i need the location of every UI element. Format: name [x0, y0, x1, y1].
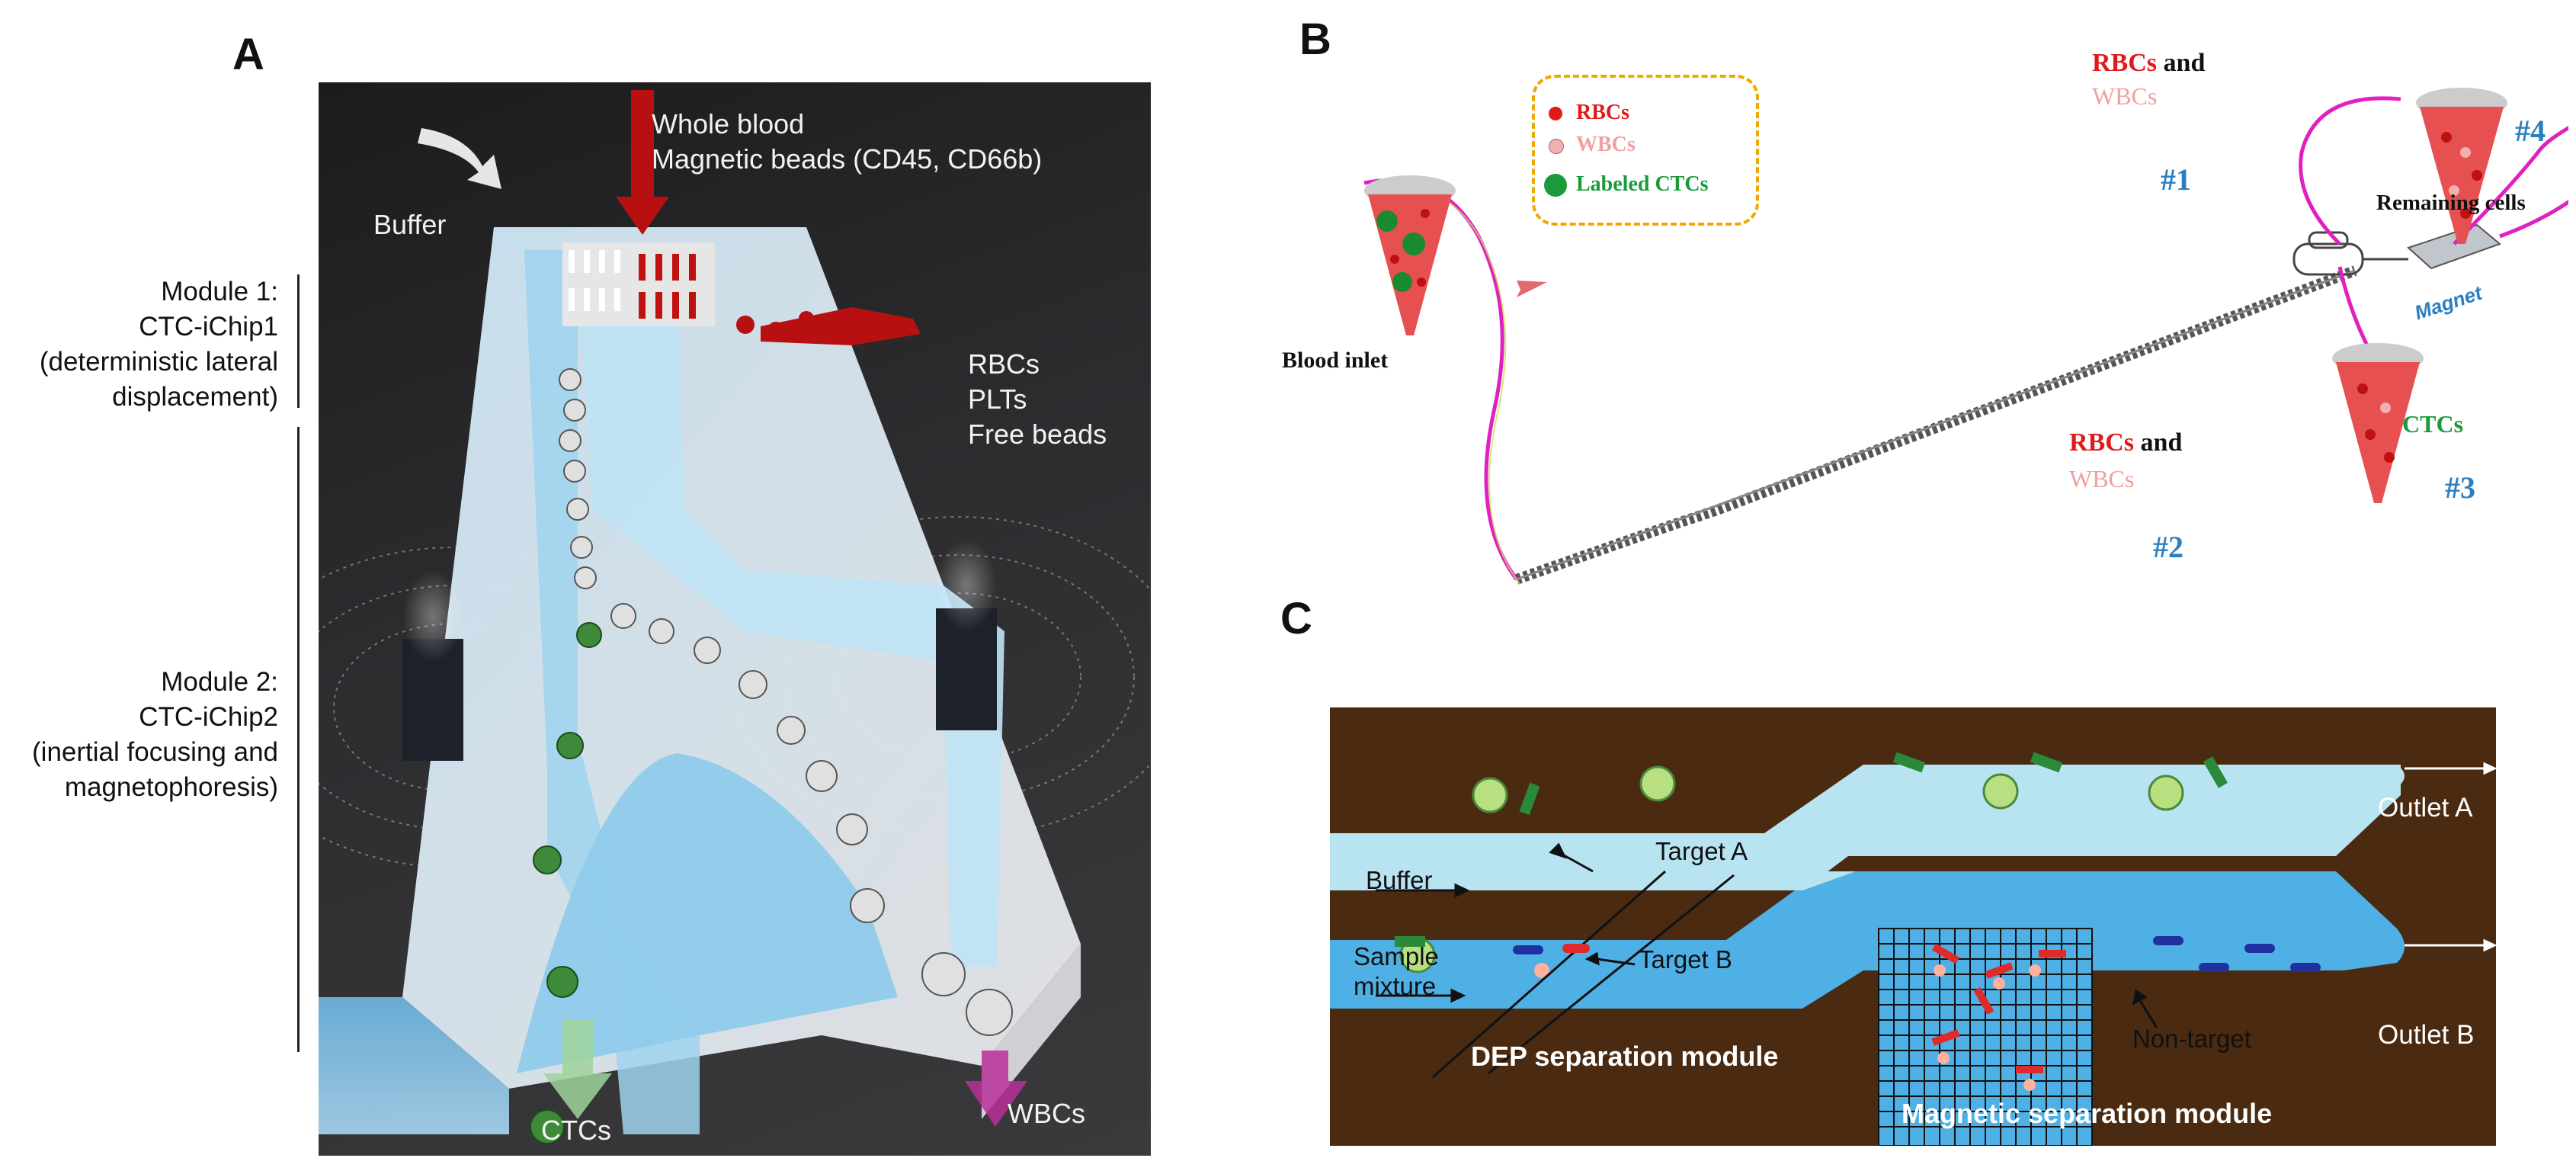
- module2-line2: CTC-iChip2: [139, 702, 278, 732]
- buffer-arrow: [418, 128, 501, 189]
- legend-ctcs: Labeled CTCs: [1576, 172, 1709, 196]
- outlet-a-label: Outlet A: [2378, 793, 2473, 823]
- tube1-rbcs-text: RBCs: [2092, 49, 2158, 77]
- rbcs-label: RBCs: [968, 348, 1040, 380]
- legend-wbcs: WBCs: [1576, 133, 1636, 156]
- legend-wbc-dot: [1549, 139, 1564, 154]
- tube1-and-text: and: [2163, 49, 2206, 77]
- channel-hill: [517, 753, 898, 1073]
- panel-b-letter: B: [1299, 14, 1331, 64]
- cell-chain: [559, 368, 1013, 1036]
- panel-b-chip: [1363, 88, 2568, 585]
- target-a-label: Target A: [1655, 837, 1748, 865]
- dep-electrodes: [1432, 870, 1735, 1079]
- tube2-wbcs: WBCs: [2069, 465, 2135, 492]
- ctcs-label: CTCs: [541, 1115, 611, 1146]
- legend-box: [1532, 75, 1759, 226]
- module1-line1: Module 1:: [161, 277, 278, 306]
- spiral-region: [2292, 231, 2408, 276]
- buffer-label: Buffer: [373, 209, 447, 240]
- sample-channel: [1330, 871, 2405, 1009]
- module1-line4: displacement): [112, 382, 278, 412]
- panel-c-letter: C: [1280, 594, 1312, 643]
- panel-c-channels: [1330, 752, 2496, 1146]
- outlet-tube-3: [2499, 200, 2568, 239]
- module2-line3: (inertial focusing and: [32, 737, 278, 767]
- legend-rbc-dot: [1549, 107, 1562, 120]
- legend-ctc-dot: [1544, 174, 1567, 197]
- module2-bracket: [297, 427, 300, 1052]
- module2-line4: magnetophoresis): [64, 772, 278, 802]
- tube3-number: #3: [2445, 470, 2475, 505]
- magnet-block: [2407, 223, 2501, 270]
- tube2-and-text: and: [2140, 428, 2183, 457]
- dld-pillar-array: [562, 242, 715, 326]
- tube1-rbcs: RBCs and: [2092, 49, 2205, 78]
- non-target-label: Non-target: [2132, 1025, 2251, 1053]
- magnetic-beads-label: Magnetic beads (CD45, CD66b): [652, 143, 1043, 175]
- free-beads-label: Free beads: [968, 419, 1107, 450]
- ctc-outlet-arrow: [543, 1020, 612, 1119]
- buffer-c-label: Buffer: [1366, 866, 1433, 894]
- ctc-cells: [530, 622, 602, 1144]
- target-b-rods: [1931, 943, 2066, 1073]
- target-a-cells: [1399, 765, 2184, 974]
- target-b-label: Target B: [1639, 945, 1732, 974]
- panel-a-chip-illustration: [319, 90, 1151, 1144]
- module2-label: Module 2: CTC-iChip2 (inertial focusing …: [15, 665, 278, 805]
- tube-1: [2416, 88, 2507, 244]
- ctcs-label-b: CTCs: [2402, 410, 2464, 438]
- whole-blood-label: Whole blood: [652, 108, 805, 140]
- dep-module-label: DEP separation module: [1471, 1041, 1779, 1072]
- outlet-tube-1: [2299, 96, 2401, 245]
- rbc-outflow: [736, 307, 921, 345]
- inflow-arrow: [616, 90, 669, 235]
- module1-bracket: [297, 274, 300, 408]
- chip-side: [319, 997, 509, 1134]
- tube2-rbcs: RBCs and: [2069, 428, 2182, 457]
- module1-line3: (deterministic lateral: [39, 347, 278, 377]
- wbc-outlet-arrow: [965, 1051, 1027, 1127]
- tube1-number: #1: [2161, 162, 2191, 197]
- panel-a-letter: A: [232, 30, 264, 79]
- tube4-number: #4: [2515, 114, 2546, 148]
- serpentine-channel: [1514, 265, 2357, 585]
- blood-inlet-label: Blood inlet: [1282, 348, 1389, 373]
- mixture-label: mixture: [1354, 972, 1437, 1000]
- plts-label: PLTs: [968, 383, 1027, 415]
- remaining-cells-label: Remaining cells: [2376, 191, 2526, 215]
- non-target-cells: [1513, 936, 2321, 972]
- tube2-rbcs-text: RBCs: [2069, 428, 2135, 457]
- blood-inlet-tube: [1364, 175, 1456, 335]
- outlet-tube-4: [2453, 126, 2568, 245]
- tube-2: [2332, 343, 2424, 503]
- legend-rbcs: RBCs: [1576, 101, 1630, 124]
- module1-line2: CTC-iChip1: [139, 312, 278, 342]
- outlet-b-label: Outlet B: [2378, 1020, 2475, 1050]
- wbcs-label: WBCs: [1008, 1098, 1085, 1129]
- tube2-number: #2: [2153, 530, 2184, 564]
- mag-module-label: Magnetic separation module: [1902, 1098, 2273, 1129]
- module1-label: Module 1: CTC-iChip1 (deterministic late…: [15, 274, 278, 415]
- tube1-wbcs: WBCs: [2092, 82, 2158, 110]
- module2-line1: Module 2:: [161, 667, 278, 697]
- sample-label: Sample: [1354, 942, 1439, 970]
